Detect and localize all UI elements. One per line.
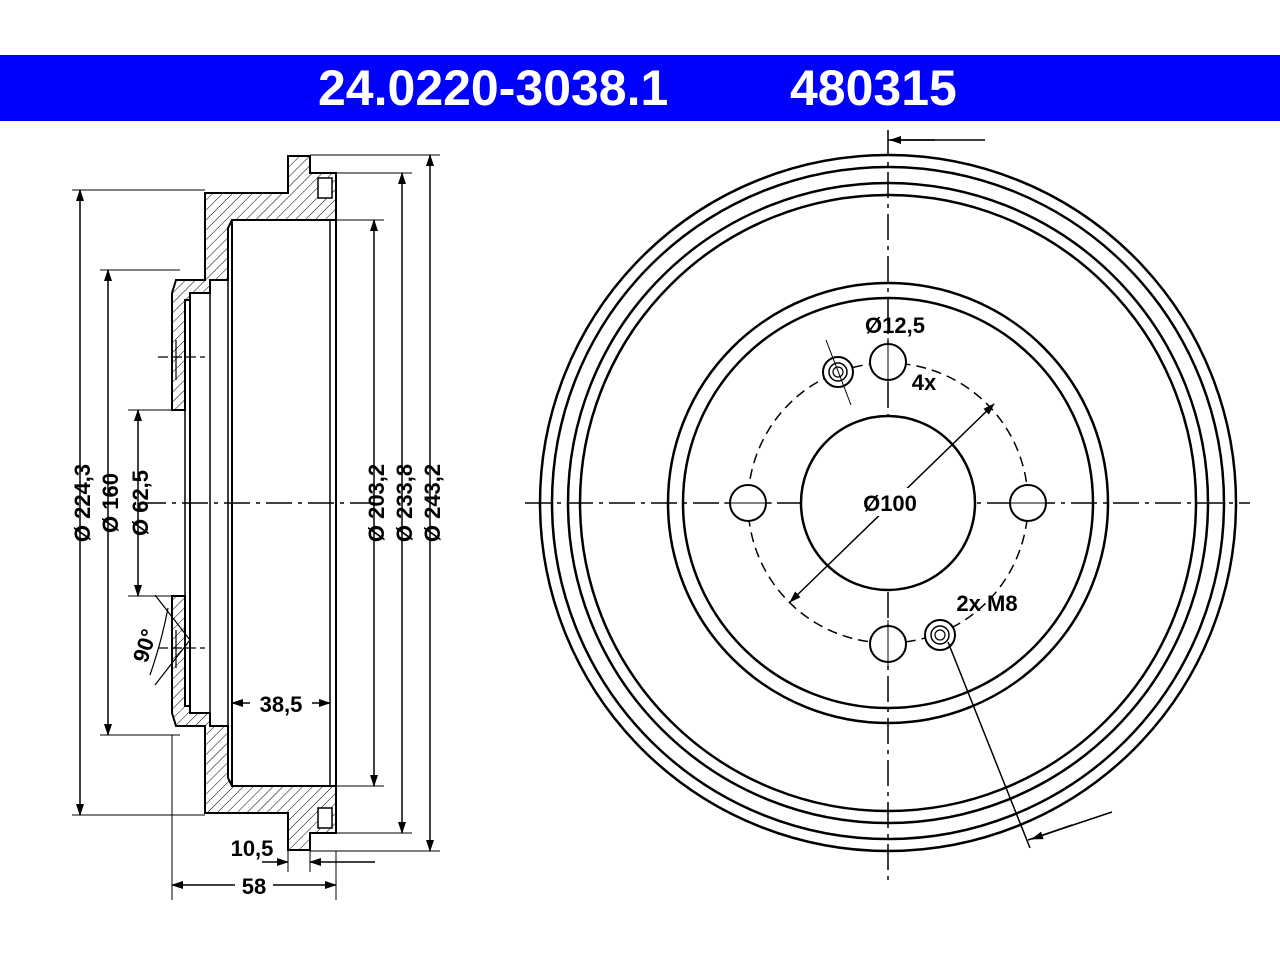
dim-pcd-100: Ø100 (863, 491, 917, 516)
threaded-hole (924, 619, 956, 651)
dim-diameter-62: Ø 62,5 (128, 470, 153, 536)
dim-diameter-233: Ø 233,8 (392, 464, 417, 542)
hub-ring (666, 281, 1110, 725)
dim-width-38: 38,5 (260, 692, 303, 717)
dim-bolt-hole-12: Ø12,5 (865, 313, 925, 338)
drum-section-lower (171, 595, 337, 851)
dim-diameter-243: Ø 243,2 (420, 464, 445, 542)
dim-offset-10: 10,5 (231, 836, 274, 861)
dim-bolt-count: 4x (912, 370, 937, 395)
drum-section-upper (171, 155, 337, 411)
dim-diameter-224: Ø 224,3 (70, 464, 95, 542)
threaded-hole (822, 339, 854, 406)
part-number: 24.0220-3038.1 (318, 60, 669, 116)
front-view: Ø100 Ø12,5 4x 2x M8 (525, 130, 1250, 880)
side-view: Ø 224,3 Ø 160 Ø 62,5 Ø 203,2 Ø 233,8 Ø 2… (70, 154, 445, 900)
dim-depth-58: 58 (242, 874, 266, 899)
reference-number: 480315 (790, 60, 957, 116)
dim-diameter-160: Ø 160 (98, 473, 123, 533)
outer-ring (538, 153, 1238, 853)
dim-diameter-203: Ø 203,2 (364, 464, 389, 542)
title-bar (0, 55, 1280, 121)
dim-thread-m8: 2x M8 (956, 591, 1017, 616)
dim-angle-90: 90° (128, 626, 162, 665)
